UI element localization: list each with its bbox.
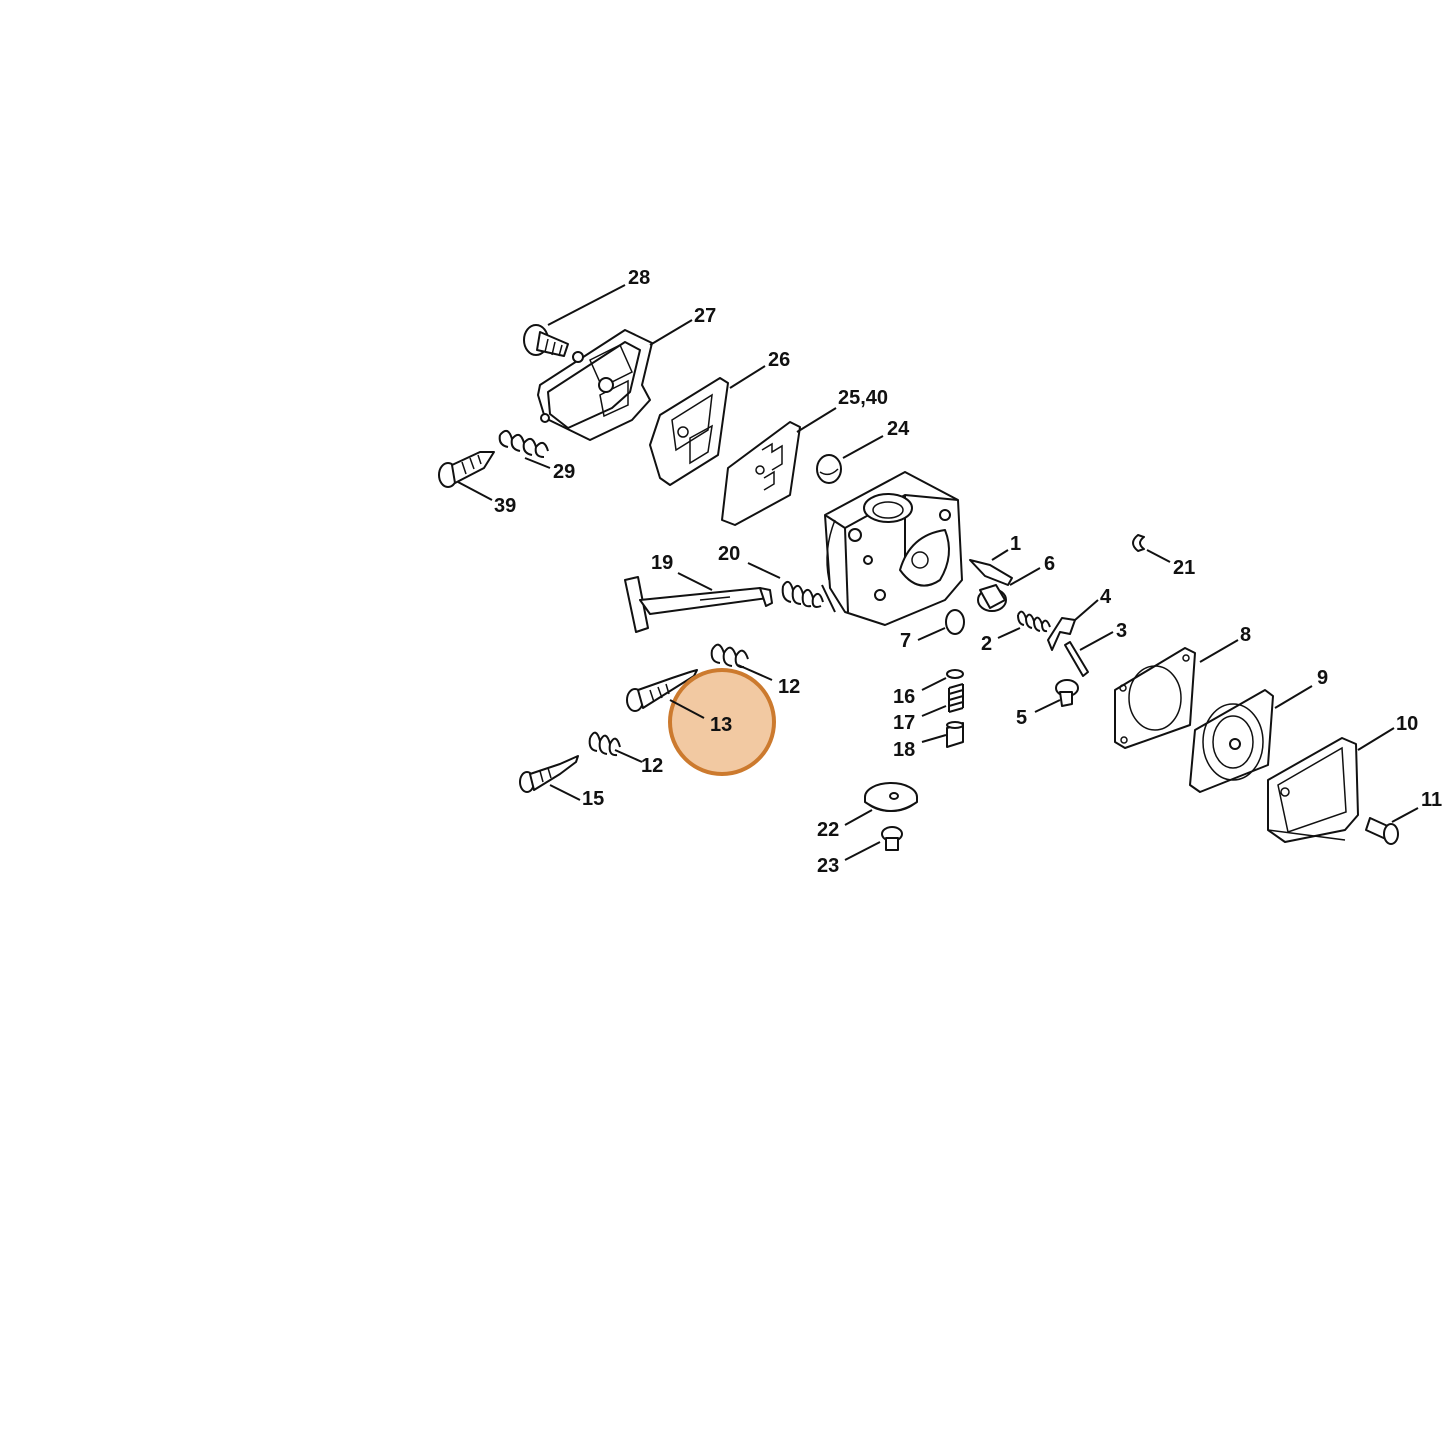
callout-23: 23 [817, 855, 839, 877]
part-1-needle [969, 559, 1013, 586]
leader-2 [997, 627, 1021, 639]
callout-16: 16 [893, 686, 915, 708]
leader-23 [844, 841, 881, 861]
callout-2: 2 [981, 633, 992, 655]
leader-25-40 [796, 407, 837, 433]
leader-8 [1199, 639, 1239, 663]
callout-21: 21 [1173, 557, 1195, 579]
part-25-40-diaphragm [721, 421, 801, 526]
leader-16 [921, 677, 947, 691]
part-12-spring-upper [710, 643, 749, 669]
leader-15 [549, 784, 581, 801]
part-11-screw [1365, 817, 1399, 845]
part-26-gasket [649, 377, 729, 486]
callout-28: 28 [628, 267, 650, 289]
part-10-cover [1267, 737, 1359, 843]
callout-15: 15 [582, 788, 604, 810]
part-21-clip [1132, 534, 1145, 552]
leader-19 [677, 572, 713, 591]
part-20-spring [781, 580, 824, 608]
callout-20: 20 [718, 543, 740, 565]
part-5-screw [1055, 679, 1079, 707]
leader-28 [547, 284, 626, 326]
part-4-lever [1047, 617, 1076, 651]
leader-17 [921, 705, 947, 717]
leader-21 [1146, 549, 1171, 563]
leader-11 [1391, 807, 1419, 823]
leader-9 [1274, 685, 1313, 709]
callout-5: 5 [1016, 707, 1027, 729]
callout-29: 29 [553, 461, 575, 483]
callout-7: 7 [900, 630, 911, 652]
part-13-adjusting-screw [626, 669, 698, 712]
leader-22 [844, 809, 873, 826]
part-carburetor-body [821, 471, 963, 626]
leader-12-upper [737, 664, 773, 681]
leader-5 [1034, 699, 1061, 713]
part-15-adjusting-screw [519, 755, 579, 793]
callout-12-upper: 12 [778, 676, 800, 698]
callout-4: 4 [1100, 586, 1112, 608]
part-2-spring [1017, 610, 1051, 633]
part-3-pin [1064, 641, 1089, 677]
callout-19: 19 [651, 552, 673, 574]
leader-26 [729, 365, 766, 389]
part-8-gasket [1114, 647, 1196, 749]
part-12-spring-lower [588, 731, 621, 757]
leader-18 [921, 734, 947, 743]
callout-3: 3 [1116, 620, 1127, 642]
leader-20 [747, 562, 781, 579]
callout-6: 6 [1044, 553, 1055, 575]
leader-27 [649, 319, 693, 346]
callout-18: 18 [893, 739, 915, 761]
leader-10 [1357, 727, 1395, 751]
leader-13 [669, 699, 705, 719]
leader-4 [1074, 599, 1099, 621]
leader-39 [457, 481, 493, 501]
callout-10: 10 [1396, 713, 1418, 735]
part-22-disc [864, 782, 918, 812]
part-39-screw [438, 451, 495, 488]
part-27-pump-cover [537, 329, 653, 441]
part-17-spring [948, 683, 964, 713]
leader-24 [842, 435, 884, 459]
callout-8: 8 [1240, 624, 1251, 646]
callout-26: 26 [768, 349, 790, 371]
leader-7 [917, 627, 946, 641]
part-28-screw [523, 324, 569, 357]
callout-39: 39 [494, 495, 516, 517]
callout-17: 17 [893, 712, 915, 734]
highlight-circle-13 [668, 668, 776, 776]
leader-3 [1079, 631, 1114, 651]
callout-11: 11 [1421, 789, 1442, 811]
leader-29 [524, 457, 551, 469]
callout-24: 24 [887, 418, 910, 440]
callout-27: 27 [694, 305, 716, 327]
leader-1 [991, 549, 1009, 561]
part-6-fitting [977, 584, 1007, 612]
callout-25-40: 25,40 [838, 387, 888, 409]
part-23-screw [881, 826, 903, 851]
callout-9: 9 [1317, 667, 1328, 689]
leader-12-lower [614, 749, 643, 763]
part-29-spring [498, 429, 549, 458]
leader-6 [1009, 567, 1041, 586]
part-24-plug [816, 454, 842, 484]
callout-22: 22 [817, 819, 839, 841]
part-16-washer [946, 669, 964, 679]
callout-13[interactable]: 13 [710, 714, 732, 736]
part-18-needle [946, 721, 964, 748]
part-19-throttle-shaft [624, 576, 773, 633]
callout-1: 1 [1010, 533, 1021, 555]
callout-12-lower: 12 [641, 755, 663, 777]
part-7-ring [945, 609, 965, 635]
part-9-diaphragm [1189, 689, 1274, 793]
